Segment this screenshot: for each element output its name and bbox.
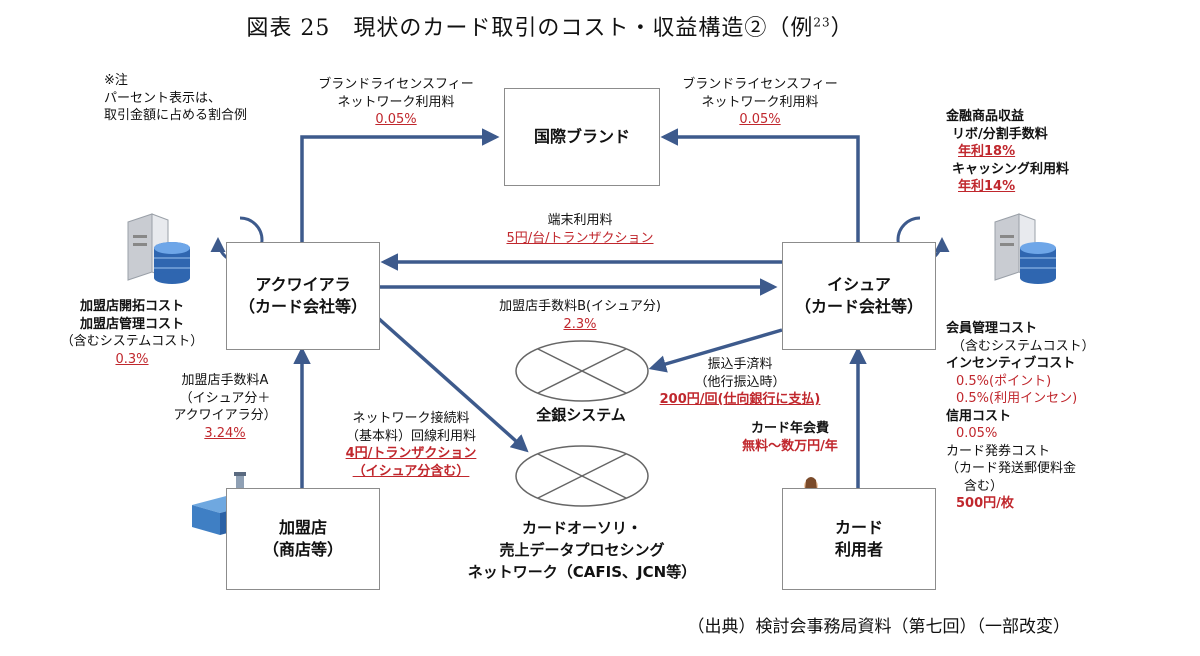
issuer-cost-line: 信用コスト bbox=[946, 408, 1012, 424]
acquirer-label: アクワイアラ bbox=[255, 274, 351, 294]
arrow-issuer-to-zengin bbox=[648, 328, 783, 373]
terminal-fee: 端末利用料 5円/台/トランザクション bbox=[480, 212, 680, 247]
transfer-fee-sublabel: （他行振込時） bbox=[694, 374, 786, 390]
cafis-line: カードオーソリ・ bbox=[521, 519, 642, 537]
annual-fee-value: 無料～数万円/年 bbox=[742, 438, 838, 454]
brand-fee-left-value: 0.05% bbox=[375, 112, 417, 128]
issuer-cost-line: 含む） bbox=[964, 478, 1004, 494]
user-label: カード bbox=[834, 517, 883, 537]
merchant-fee-b: 加盟店手数料B(イシュア分) 2.3% bbox=[470, 298, 690, 333]
issuer-sublabel: （カード会社等） bbox=[794, 297, 923, 316]
note-mark: ※注 bbox=[104, 73, 128, 88]
box-merchant: 加盟店 （商店等） bbox=[226, 488, 380, 590]
acquirer-cost: 加盟店開拓コスト 加盟店管理コスト （含むシステムコスト） 0.3% bbox=[52, 298, 212, 368]
user-sublabel: 利用者 bbox=[834, 540, 883, 559]
acquirer-cost-value: 0.3% bbox=[115, 351, 149, 367]
title-text: 図表 25 現状のカード取引のコスト・収益構造②（例 bbox=[246, 16, 814, 41]
network-fee-label: ネットワーク接続料 bbox=[352, 411, 470, 426]
network-fee: ネットワーク接続料 （基本料）回線利用料 4円/トランザクション （イシュア分含… bbox=[326, 410, 496, 480]
transfer-fee-value: 200円/回(仕向銀行に支払) bbox=[659, 392, 821, 408]
network-fee-value: 4円/トランザクション bbox=[345, 446, 477, 462]
merchant-fee-b-label: 加盟店手数料B(イシュア分) bbox=[499, 299, 661, 314]
server-icon-acquirer bbox=[127, 213, 190, 284]
brand-fee-right-value: 0.05% bbox=[739, 112, 781, 128]
note-line: 取引金額に占める割合例 bbox=[104, 108, 248, 124]
revenue-value: 年利14% bbox=[958, 179, 1016, 195]
arrow-acquirer-to-brand bbox=[300, 128, 500, 242]
merchant-fee-a-label: 加盟店手数料A bbox=[181, 373, 269, 388]
brand-fee-left-line: ネットワーク利用料 bbox=[337, 94, 455, 110]
box-issuer: イシュア （カード会社等） bbox=[782, 242, 936, 350]
brand-fee-right-line: ブランドライセンスフィー bbox=[682, 77, 838, 92]
cafis-network-symbol bbox=[515, 445, 649, 507]
revenue-value: 年利18% bbox=[958, 144, 1016, 160]
box-international-brand: 国際ブランド bbox=[504, 88, 660, 186]
note: ※注 パーセント表示は、 取引金額に占める割合例 bbox=[104, 72, 247, 125]
revenue-title: 金融商品収益 bbox=[946, 109, 1025, 124]
issuer-cost-line: （含むシステムコスト） bbox=[952, 338, 1095, 354]
merchant-fee-a: 加盟店手数料A （イシュア分＋ アクワイアラ分） 3.24% bbox=[160, 372, 290, 442]
arrow-acquirer-to-cafis bbox=[376, 316, 529, 453]
transfer-fee: 振込手済料 （他行振込時） 200円/回(仕向銀行に支払) bbox=[640, 356, 840, 409]
cafis-line: ネットワーク（CAFIS、JCN等） bbox=[467, 562, 697, 581]
acquirer-cost-line: （含むシステムコスト） bbox=[60, 334, 204, 350]
acquirer-cost-line: 加盟店開拓コスト bbox=[79, 299, 184, 314]
title-close: ） bbox=[830, 16, 854, 41]
figure-title: 図表 25 現状のカード取引のコスト・収益構造②（例23） bbox=[0, 10, 1100, 42]
terminal-fee-value: 5円/台/トランザクション bbox=[506, 230, 654, 246]
acquirer-cost-line: 加盟店管理コスト bbox=[79, 316, 184, 332]
terminal-fee-label: 端末利用料 bbox=[547, 213, 613, 228]
annual-fee-label: カード年会費 bbox=[750, 421, 829, 436]
arrow-issuer-to-brand bbox=[660, 128, 860, 242]
issuer-cost-value: 0.05% bbox=[956, 426, 998, 442]
issuer-cost-line: インセンティブコスト bbox=[946, 356, 1076, 372]
server-icon-issuer bbox=[994, 213, 1056, 284]
issuer-cost-line: カード発券コスト bbox=[946, 443, 1051, 459]
brand-fee-right: ブランドライセンスフィー ネットワーク利用料 0.05% bbox=[662, 76, 858, 129]
transfer-fee-label: 振込手済料 bbox=[707, 357, 773, 372]
merchant-sublabel: （商店等） bbox=[262, 540, 343, 559]
revenue-line: キャッシング利用料 bbox=[952, 161, 1070, 177]
brand-fee-left: ブランドライセンスフィー ネットワーク利用料 0.05% bbox=[298, 76, 494, 129]
source-citation: （出典）検討会事務局資料（第七回）（一部改変） bbox=[687, 617, 1071, 637]
annual-fee: カード年会費 無料～数万円/年 bbox=[720, 420, 860, 455]
merchant-label: 加盟店 bbox=[278, 517, 327, 537]
box-acquirer: アクワイアラ （カード会社等） bbox=[226, 242, 380, 350]
cafis-line: 売上データプロセシング bbox=[499, 540, 665, 559]
acquirer-sublabel: （カード会社等） bbox=[238, 297, 367, 316]
merchant-fee-a-line: アクワイアラ分） bbox=[173, 408, 277, 424]
cafis-label: カードオーソリ・ 売上データプロセシング ネットワーク（CAFIS、JCN等） bbox=[462, 518, 702, 583]
title-footnote: 23 bbox=[813, 15, 831, 30]
brand-label: 国際ブランド bbox=[533, 126, 630, 146]
issuer-cost-value: 0.5%(利用インセン) bbox=[956, 391, 1078, 407]
issuer-revenue: 金融商品収益 リボ/分割手数料 年利18% キャッシング利用料 年利14% bbox=[946, 108, 1069, 196]
merchant-fee-a-value: 3.24% bbox=[204, 425, 246, 441]
zengin-network-symbol bbox=[515, 340, 649, 402]
issuer-label: イシュア bbox=[827, 274, 891, 294]
issuer-cost-value: 500円/枚 bbox=[956, 496, 1014, 512]
issuer-cost-line: （カード発送郵便料金 bbox=[946, 461, 1077, 477]
issuer-cost-value: 0.5%(ポイント) bbox=[956, 373, 1052, 389]
brand-fee-right-line: ネットワーク利用料 bbox=[701, 94, 819, 110]
issuer-cost-line: 会員管理コスト bbox=[946, 321, 1038, 336]
merchant-fee-b-value: 2.3% bbox=[563, 316, 597, 332]
brand-fee-left-line: ブランドライセンスフィー bbox=[318, 77, 474, 92]
network-fee-note: （イシュア分含む） bbox=[352, 463, 470, 479]
revenue-line: リボ/分割手数料 bbox=[952, 126, 1048, 142]
zengin-label: 全銀システム bbox=[536, 406, 626, 424]
issuer-cost: 会員管理コスト （含むシステムコスト） インセンティブコスト 0.5%(ポイント… bbox=[946, 320, 1095, 513]
note-line: パーセント表示は、 bbox=[104, 90, 222, 106]
merchant-fee-a-line: （イシュア分＋ bbox=[179, 390, 271, 406]
box-card-user: カード 利用者 bbox=[782, 488, 936, 590]
network-fee-sublabel: （基本料）回線利用料 bbox=[345, 428, 476, 444]
